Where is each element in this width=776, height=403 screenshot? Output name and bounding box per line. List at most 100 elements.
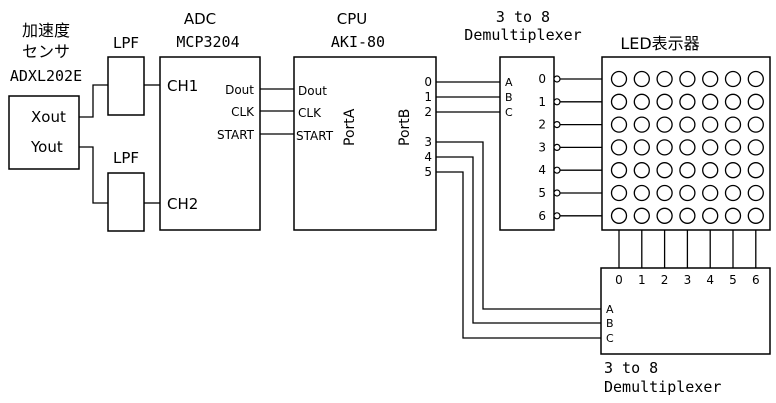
wire-pb4-b xyxy=(436,156,601,324)
led-dot xyxy=(702,162,719,179)
demux-top-output-2: 2 xyxy=(538,118,546,132)
sensor-title-line1: 加速度 xyxy=(22,21,70,40)
led-matrix-box xyxy=(601,56,771,231)
lpf-top-box xyxy=(107,56,145,116)
sensor-xout-label: Xout xyxy=(31,108,66,126)
demux-bottom-output-3: 3 xyxy=(684,273,692,287)
led-dot xyxy=(633,162,650,179)
cpu-portb-pin-0: 0 xyxy=(424,75,432,89)
demux-bottom-input-c: C xyxy=(606,332,614,345)
led-dot xyxy=(610,184,628,202)
demux-bottom-title-line2: Demultiplexer xyxy=(604,378,721,396)
led-dot xyxy=(679,139,696,156)
wire-pb5-c xyxy=(436,171,601,339)
led-dot xyxy=(724,162,742,179)
cpu-portb-pin-4: 4 xyxy=(424,150,432,164)
demux-bottom-output-1: 1 xyxy=(638,273,646,287)
inversion-bubble xyxy=(553,189,561,197)
sensor-title-line2: センサ xyxy=(22,42,70,61)
led-dot xyxy=(656,70,673,88)
cpu-start-label: START xyxy=(296,129,334,143)
led-dot xyxy=(747,184,764,202)
led-dot xyxy=(610,162,628,179)
inversion-bubble xyxy=(553,75,561,83)
led-dot xyxy=(656,207,673,224)
demux-top-inputs: ABC xyxy=(505,76,513,119)
led-dot xyxy=(724,207,742,224)
led-dot xyxy=(747,162,764,179)
demux-top-output-0: 0 xyxy=(538,72,546,86)
led-dot xyxy=(747,70,764,88)
inversion-bubble xyxy=(553,120,561,129)
led-dot xyxy=(656,93,673,110)
demux-top-box xyxy=(499,56,555,231)
cpu-title: CPU xyxy=(337,10,368,28)
led-dot xyxy=(724,139,742,156)
demux-top-output-6: 6 xyxy=(538,209,546,223)
wire-yout-lpf xyxy=(79,146,108,204)
led-dot xyxy=(656,162,673,179)
demux-top-output-3: 3 xyxy=(538,140,546,154)
led-dot xyxy=(724,70,742,88)
cpu-clk-label: CLK xyxy=(298,106,322,120)
adc-ch1-label: CH1 xyxy=(167,77,198,95)
led-dot xyxy=(724,93,742,110)
led-dot xyxy=(679,207,696,224)
inversion-bubble xyxy=(553,143,561,151)
demux-bottom-inputs: ABC xyxy=(606,303,614,345)
led-title: LED表示器 xyxy=(620,34,699,53)
led-dot xyxy=(633,116,650,133)
demux-top-output-1: 1 xyxy=(538,95,546,109)
led-dot xyxy=(679,93,696,110)
adc-box xyxy=(159,56,261,231)
adc-clk-label: CLK xyxy=(231,105,255,119)
adc-dout-label: Dout xyxy=(225,83,254,97)
led-dot xyxy=(702,70,719,88)
led-dot xyxy=(656,116,673,133)
adc-title: ADC xyxy=(184,10,216,28)
demux-top-title-line1: 3 to 8 xyxy=(496,8,550,26)
led-column-wires xyxy=(618,230,757,268)
demux-bottom-title-line1: 3 to 8 xyxy=(604,359,658,377)
cpu-model: AKI-80 xyxy=(331,33,385,51)
led-dot xyxy=(724,184,742,202)
lpf-top-label: LPF xyxy=(113,34,139,52)
demux-top-output-4: 4 xyxy=(538,163,546,177)
demux-bottom-input-b: B xyxy=(606,317,614,330)
cpu-portb-pin-1: 1 xyxy=(424,90,432,104)
adc-ch2-label: CH2 xyxy=(167,195,198,213)
sensor-model: ADXL202E xyxy=(10,67,82,85)
lpf-bottom-box xyxy=(107,172,145,232)
demux-bottom-output-4: 4 xyxy=(706,273,714,287)
led-dot xyxy=(679,184,696,202)
led-dot xyxy=(633,139,650,156)
led-dot xyxy=(747,93,764,110)
led-dot xyxy=(747,139,764,156)
cpu-portb-pin-5: 5 xyxy=(424,165,432,179)
wire-pb3-a xyxy=(436,141,601,310)
demux-top-input-a: A xyxy=(505,76,513,89)
wire-xout-lpf xyxy=(79,84,108,118)
led-dot xyxy=(747,116,764,133)
led-dot xyxy=(610,70,628,88)
sensor-yout-label: Yout xyxy=(30,138,63,156)
cpu-box xyxy=(293,56,437,231)
inversion-bubble xyxy=(553,166,561,174)
led-dot xyxy=(702,116,719,133)
adc-start-label: START xyxy=(217,128,255,142)
led-dot xyxy=(610,93,628,110)
cpu-porta-label: PortA xyxy=(342,108,358,146)
demux-bottom-output-5: 5 xyxy=(729,273,737,287)
cpu-portb-label: PortB xyxy=(397,109,413,146)
led-dot xyxy=(702,93,719,110)
sensor-box xyxy=(8,95,80,170)
demux-bottom-box xyxy=(600,267,771,355)
led-dot xyxy=(679,70,696,88)
led-dot xyxy=(610,116,628,133)
led-dot xyxy=(679,162,696,179)
led-grid xyxy=(610,70,764,224)
